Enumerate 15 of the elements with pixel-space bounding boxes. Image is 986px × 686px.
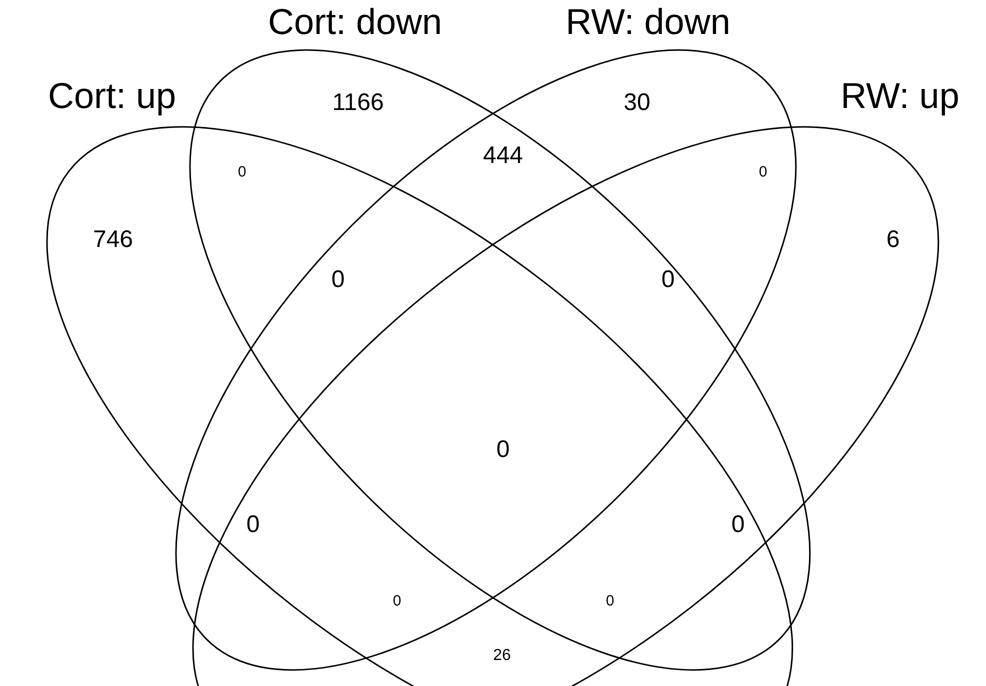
region-count: 0 [496, 438, 510, 462]
region-count: 746 [92, 228, 134, 252]
region-count: 0 [238, 164, 246, 180]
region-count: 1166 [332, 91, 384, 115]
region-count: 0 [661, 268, 675, 292]
region-count: 0 [606, 594, 614, 608]
region-count: 26 [493, 648, 511, 664]
region-count: 30 [624, 91, 650, 115]
region-count: 0 [392, 594, 402, 608]
region-count: 6 [886, 228, 900, 252]
region-count: 0 [246, 513, 260, 537]
region-count: 0 [731, 513, 745, 537]
region-count: 0 [758, 164, 768, 180]
region-count: 444 [482, 144, 524, 168]
region-count: 0 [331, 268, 345, 292]
